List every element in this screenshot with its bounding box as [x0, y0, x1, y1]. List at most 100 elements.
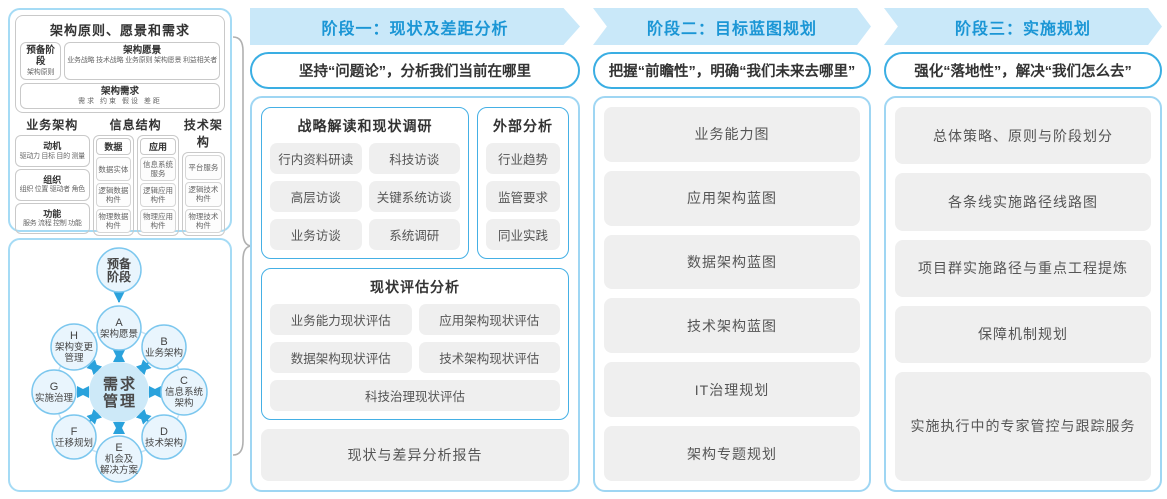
assessment-chip: 数据架构现状评估	[270, 342, 412, 373]
svg-text:架构: 架构	[174, 397, 193, 409]
phase-2-banner: 阶段二：目标蓝图规划	[593, 8, 871, 45]
deliverable-box: IT治理规划	[604, 362, 860, 418]
svg-text:技术架构: 技术架构	[145, 437, 183, 449]
activity-chip: 同业实践	[486, 219, 560, 250]
architecture-vision-box: 架构愿景 业务战略 技术战略 业务原则 架构愿景 利益相关者	[64, 42, 220, 80]
adm-double-arrows	[77, 350, 161, 434]
adm-node-g: G 实施治理	[31, 369, 77, 415]
deliverable-box: 技术架构蓝图	[604, 298, 860, 354]
principles-vision-section: 架构原则、愿景和需求 预备阶段 架构原则 架构愿景 业务战略 技术战略 业务原则…	[15, 15, 225, 114]
phase-2-title: 阶段二：目标蓝图规划	[646, 20, 817, 38]
svg-text:业务架构: 业务架构	[145, 347, 183, 359]
application-subcolumn: 应用 信息系统服务 逻辑应用构件 物理应用构件	[137, 135, 179, 237]
svg-text:实施治理: 实施治理	[35, 392, 74, 404]
technical-architecture-column: 技术架构 平台服务 逻辑技术构件 物理技术构件	[181, 116, 225, 237]
svg-text:C: C	[180, 375, 188, 387]
deliverable-box: 各条线实施路径线路图	[895, 173, 1151, 231]
svg-text:预备: 预备	[107, 256, 132, 271]
activity-chip: 业务访谈	[270, 219, 362, 250]
architecture-content-panel: 架构原则、愿景和需求 预备阶段 架构原则 架构愿景 业务战略 技术战略 业务原则…	[8, 8, 232, 285]
phase-1-banner-shape	[250, 8, 580, 45]
section-title: 架构原则、愿景和需求	[49, 23, 190, 38]
svg-text:D: D	[160, 426, 168, 438]
assessment-chip: 应用架构现状评估	[418, 304, 560, 335]
activity-chip: 科技访谈	[368, 143, 460, 174]
information-structure-column: 信息结构 数据 数据实体 逻辑数据构件 物理数据构件 应用 信息系统服务 逻辑应…	[92, 116, 179, 237]
architecture-domains-section: 业务架构 动机 驱动力 目标 目的 测量 组织 组织 位置 驱动者 角色 功能 …	[15, 116, 225, 237]
svg-text:需求: 需求	[103, 375, 137, 393]
phase-1-content: 战略解读和现状调研 行内资料研读 科技访谈 高层访谈 关键系统访谈 业务访谈 系…	[250, 96, 580, 492]
phase-2-column: 阶段二：目标蓝图规划 把握“前瞻性”，明确“我们未来去哪里” 业务能力图 应用架…	[593, 8, 871, 492]
phase-2-banner-shape	[593, 8, 871, 45]
svg-text:A: A	[115, 317, 123, 329]
svg-text:阶段: 阶段	[107, 269, 132, 284]
architecture-requirements-box: 架构需求 需求 约束 假设 差距	[20, 82, 220, 110]
tech-subcolumn: 平台服务 逻辑技术构件 物理技术构件	[181, 152, 225, 237]
phase-3-banner: 阶段三：实施规划	[884, 8, 1162, 45]
deliverable-box: 架构专题规划	[604, 426, 860, 481]
assessment-chip: 技术架构现状评估	[418, 342, 560, 373]
assessment-chip: 业务能力现状评估	[270, 304, 412, 335]
assessment-chip: 科技治理现状评估	[270, 380, 560, 411]
phase-3-slogan: 强化“落地性”，解决“我们怎么去”	[884, 52, 1162, 89]
adm-node-d: D 技术架构	[141, 414, 187, 460]
deliverable-box: 实施执行中的专家管控与跟踪服务	[895, 372, 1151, 481]
activity-chip: 行业趋势	[486, 143, 560, 174]
svg-text:迁移规划: 迁移规划	[55, 437, 93, 449]
adm-node-b: B 业务架构	[141, 324, 187, 370]
phase-3-column: 阶段三：实施规划 强化“落地性”，解决“我们怎么去” 总体策略、原则与阶段划分 …	[884, 8, 1162, 492]
deliverable-box: 总体策略、原则与阶段划分	[895, 107, 1151, 165]
adm-node-e: E 机会及 解决方案	[95, 435, 143, 483]
phase-3-content: 总体策略、原则与阶段划分 各条线实施路径线路图 项目群实施路径与重点工程提炼 保…	[884, 96, 1162, 492]
phase-3-banner-shape	[884, 8, 1162, 45]
gap-analysis-report-box: 现状与差异分析报告	[261, 429, 569, 481]
phase-1-column: 阶段一：现状及差距分析 坚持“问题论”，分析我们当前在哪里 战略解读和现状调研 …	[250, 8, 580, 492]
external-analysis-group: 外部分析 行业趋势 监管要求 同业实践	[477, 107, 569, 259]
motivation-box: 动机 驱动力 目标 目的 测量	[15, 135, 90, 168]
svg-text:B: B	[160, 336, 167, 348]
function-box: 功能 服务 流程 控制 功能	[15, 202, 90, 235]
organization-box: 组织 组织 位置 驱动者 角色	[15, 169, 90, 201]
adm-node-c: C 信息系统 架构	[160, 368, 208, 416]
phase-2-slogan: 把握“前瞻性”，明确“我们未来去哪里”	[593, 52, 871, 89]
activity-chip: 行内资料研读	[270, 143, 362, 174]
adm-node-h: H 架构变更 管理	[50, 323, 98, 371]
activity-chip: 监管要求	[486, 181, 560, 212]
prep-phase-box: 预备阶段 架构原则	[20, 42, 62, 80]
deliverable-box: 数据架构蓝图	[604, 234, 860, 290]
deliverable-box: 项目群实施路径与重点工程提炼	[895, 239, 1151, 297]
phase-1-banner: 阶段一：现状及差距分析	[250, 8, 580, 45]
adm-cycle-diagram: 预备 阶段 A 架构愿景 B 业务架构 C 信息系统 架构	[31, 247, 208, 483]
adm-node-a: A 架构愿景	[96, 305, 142, 351]
assessment-group: 现状评估分析 业务能力现状评估 应用架构现状评估 数据架构现状评估 技术架构现状…	[261, 268, 569, 420]
center-circle	[89, 362, 149, 422]
svg-text:G: G	[50, 381, 59, 393]
svg-text:解决方案: 解决方案	[100, 464, 139, 476]
adm-node-prep: 预备 阶段	[96, 247, 142, 293]
svg-text:管理: 管理	[64, 352, 84, 364]
data-subcolumn: 数据 数据实体 逻辑数据构件 物理数据构件	[92, 135, 135, 237]
svg-text:机会及: 机会及	[105, 453, 134, 465]
adm-node-requirements-management: 需求 管理	[89, 362, 149, 422]
phases-area: 阶段一：现状及差距分析 坚持“问题论”，分析我们当前在哪里 战略解读和现状调研 …	[250, 8, 1162, 492]
phase-2-content: 业务能力图 应用架构蓝图 数据架构蓝图 技术架构蓝图 IT治理规划 架构专题规划	[593, 96, 871, 492]
svg-text:F: F	[71, 426, 78, 438]
deliverable-box: 保障机制规划	[895, 305, 1151, 363]
adm-node-f: F 迁移规划	[51, 414, 97, 460]
phase-1-slogan: 坚持“问题论”，分析我们当前在哪里	[250, 52, 580, 89]
svg-text:架构变更: 架构变更	[55, 341, 94, 353]
adm-cycle-panel: 预备 阶段 A 架构愿景 B 业务架构 C 信息系统 架构	[8, 238, 232, 492]
svg-text:管理: 管理	[103, 392, 137, 410]
deliverable-box: 应用架构蓝图	[604, 170, 860, 226]
phase-3-title: 阶段三：实施规划	[954, 20, 1091, 38]
phase-1-title: 阶段一：现状及差距分析	[321, 20, 509, 38]
svg-text:信息系统: 信息系统	[165, 386, 204, 398]
svg-text:架构愿景: 架构愿景	[100, 328, 138, 340]
svg-text:E: E	[115, 442, 122, 454]
business-architecture-column: 业务架构 动机 驱动力 目标 目的 测量 组织 组织 位置 驱动者 角色 功能 …	[15, 116, 90, 236]
activity-chip: 系统调研	[368, 219, 460, 250]
activity-chip: 高层访谈	[270, 181, 362, 212]
strategy-research-group: 战略解读和现状调研 行内资料研读 科技访谈 高层访谈 关键系统访谈 业务访谈 系…	[261, 107, 469, 259]
activity-chip: 关键系统访谈	[368, 181, 460, 212]
